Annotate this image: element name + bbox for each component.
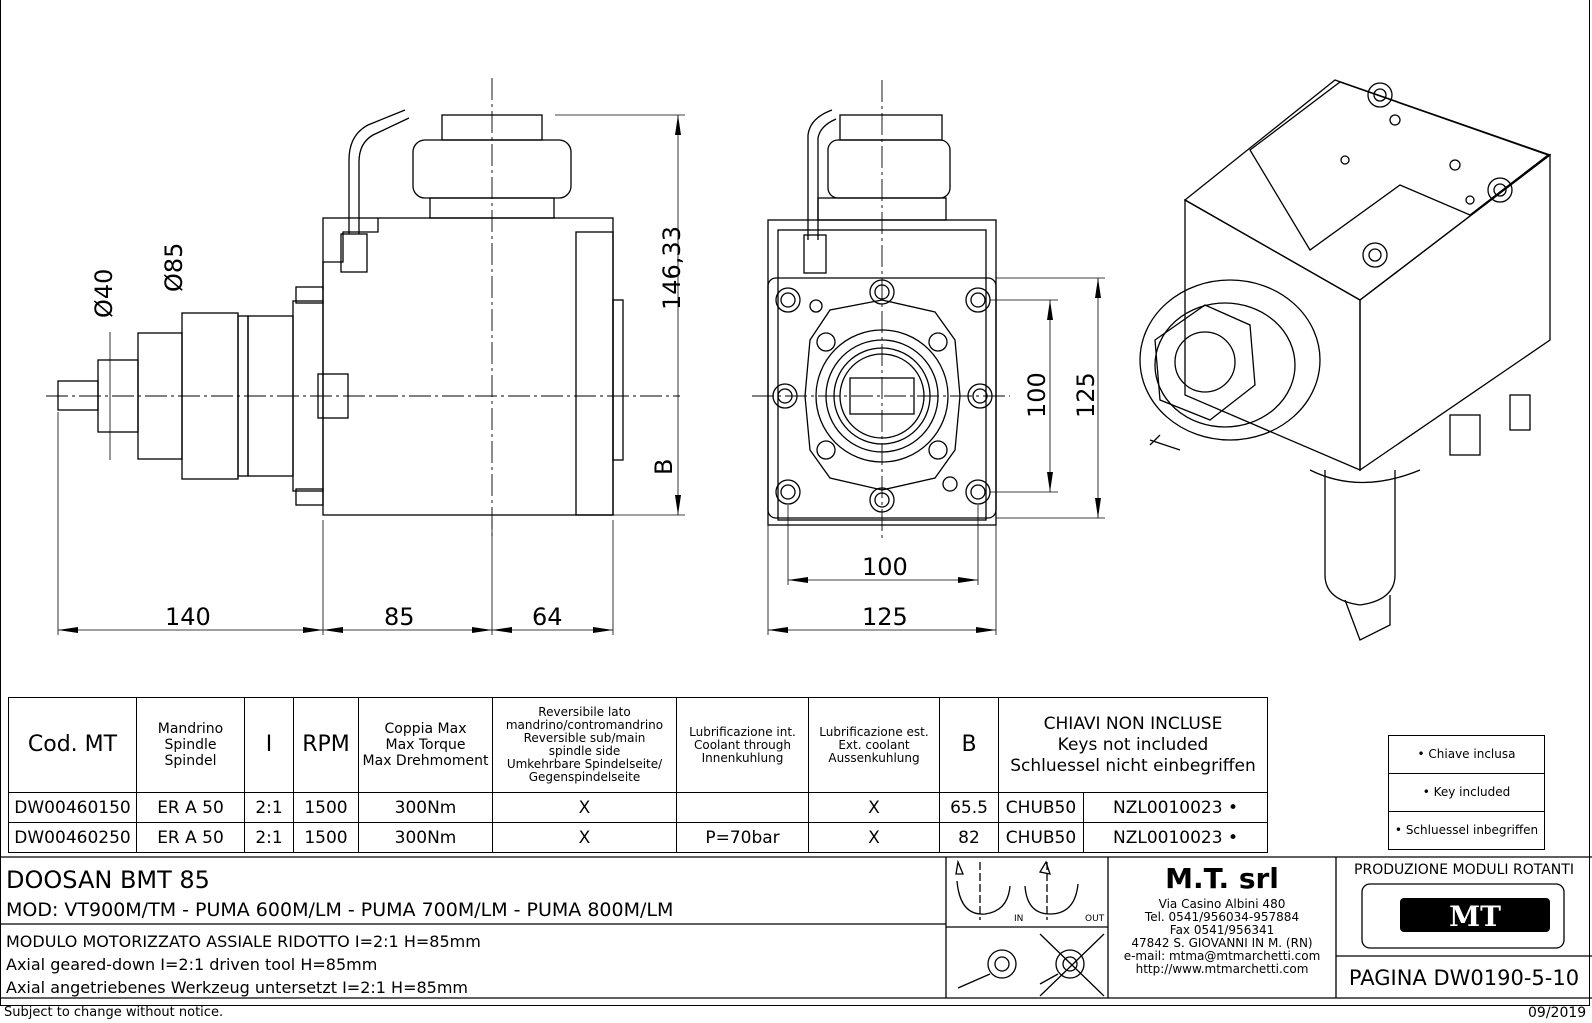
cell-cod: DW00460150 bbox=[8, 792, 137, 823]
cell-cod: DW00460250 bbox=[8, 822, 137, 853]
col-keys-de: Schluessel nicht einbegriffen bbox=[1010, 755, 1256, 776]
col-rev-4: spindle side bbox=[548, 744, 621, 758]
legend-en: • Key included bbox=[1389, 774, 1544, 812]
col-coolant-int: Lubrificazione int. Coolant through Inne… bbox=[676, 697, 809, 793]
dim-h125: 125 bbox=[862, 603, 908, 631]
notice: Subject to change without notice. bbox=[4, 1005, 224, 1020]
cell-coolant-int bbox=[676, 792, 809, 823]
cell-key1: CHUB50 bbox=[998, 822, 1084, 853]
models-line: MOD: VT900M/TM - PUMA 600M/LM - PUMA 700… bbox=[6, 899, 674, 921]
cell-rpm: 1500 bbox=[293, 792, 359, 823]
col-cext-3: Aussenkuhlung bbox=[828, 750, 920, 765]
dim-h100: 100 bbox=[862, 553, 908, 581]
cell-key1: CHUB50 bbox=[998, 792, 1084, 823]
cell-ratio: 2:1 bbox=[244, 822, 294, 853]
col-cint-2: Coolant through bbox=[693, 737, 792, 752]
page-number: PAGINA DW0190-5-10 bbox=[1348, 966, 1580, 990]
division-label: PRODUZIONE MODULI ROTANTI bbox=[1354, 862, 1574, 878]
city-line: 47842 S. GIOVANNI IN M. (RN) bbox=[1131, 936, 1313, 950]
desc-de: Axial angetriebenes Werkzeug untersetzt … bbox=[6, 978, 468, 997]
col-keys-en: Keys not included bbox=[1057, 734, 1209, 755]
email-line: e-mail: mtma@mtmarchetti.com bbox=[1123, 949, 1321, 963]
table-row: DW00460250 ER A 50 2:1 1500 300Nm X P=70… bbox=[8, 822, 1268, 853]
mt-logo: MT bbox=[1449, 900, 1501, 933]
key-legend: • Chiave inclusa • Key included • Schlue… bbox=[1388, 735, 1545, 850]
fax-line: Fax 0541/956341 bbox=[1169, 923, 1275, 937]
col-keys: CHIAVI NON INCLUSE Keys not included Sch… bbox=[998, 697, 1268, 793]
col-reversible: Reversibile lato mandrino/contromandrino… bbox=[492, 697, 677, 793]
col-torque-de: Max Drehmoment bbox=[362, 753, 489, 769]
cell-torque: 300Nm bbox=[358, 792, 493, 823]
machine-title: DOOSAN BMT 85 bbox=[6, 866, 210, 894]
dim-v125: 125 bbox=[1072, 372, 1100, 418]
col-rev-2: mandrino/contromandrino bbox=[505, 718, 664, 732]
cell-reversible: X bbox=[492, 792, 677, 823]
col-rev-1: Reversibile lato bbox=[538, 705, 631, 719]
cell-coolant-ext: X bbox=[808, 792, 940, 823]
col-rev-5: Umkehrbare Spindelseite/ bbox=[506, 757, 663, 771]
cell-key2: NZL0010023 • bbox=[1083, 792, 1268, 823]
spec-table: Cod. MT Mandrino Spindle Spindel I RPM C… bbox=[8, 697, 1268, 853]
address-line: Via Casino Albini 480 bbox=[1158, 897, 1286, 911]
col-spindle-de: Spindel bbox=[164, 753, 217, 769]
cell-torque: 300Nm bbox=[358, 822, 493, 853]
out-label: OUT bbox=[1085, 914, 1105, 924]
company-name: M.T. srl bbox=[1165, 862, 1279, 895]
desc-it: MODULO MOTORIZZATO ASSIALE RIDOTTO I=2:1… bbox=[6, 932, 481, 951]
cell-key2: NZL0010023 • bbox=[1083, 822, 1268, 853]
col-cint-1: Lubrificazione int. bbox=[689, 724, 796, 739]
cell-spindle: ER A 50 bbox=[136, 822, 245, 853]
col-rpm: RPM bbox=[293, 697, 359, 793]
dim-146: 146,33 bbox=[658, 226, 686, 310]
website-line: http://www.mtmarchetti.com bbox=[1135, 962, 1309, 976]
dim-v100: 100 bbox=[1023, 372, 1051, 418]
tel-line: Tel. 0541/956034-957884 bbox=[1144, 910, 1300, 924]
dim-85: 85 bbox=[384, 603, 415, 631]
col-spindle-en: Spindle bbox=[164, 737, 217, 753]
col-torque-en: Max Torque bbox=[385, 737, 466, 753]
legend-it: • Chiave inclusa bbox=[1389, 736, 1544, 774]
dim-64: 64 bbox=[532, 603, 563, 631]
col-ratio: I bbox=[244, 697, 294, 793]
cell-spindle: ER A 50 bbox=[136, 792, 245, 823]
title-block-lines bbox=[0, 856, 1592, 999]
col-cext-1: Lubrificazione est. bbox=[819, 724, 929, 739]
col-rev-6: Gegenspindelseite bbox=[528, 770, 641, 784]
cell-reversible: X bbox=[492, 822, 677, 853]
dim-d40: Ø40 bbox=[90, 269, 118, 318]
table-row: DW00460150 ER A 50 2:1 1500 300Nm X X 65… bbox=[8, 792, 1268, 823]
col-torque-it: Coppia Max bbox=[384, 721, 467, 737]
col-cod: Cod. MT bbox=[8, 697, 137, 793]
col-b: B bbox=[939, 697, 999, 793]
col-coolant-ext: Lubrificazione est. Ext. coolant Aussenk… bbox=[808, 697, 940, 793]
col-torque: Coppia Max Max Torque Max Drehmoment bbox=[358, 697, 493, 793]
cell-rpm: 1500 bbox=[293, 822, 359, 853]
col-spindle: Mandrino Spindle Spindel bbox=[136, 697, 245, 793]
dim-d85: Ø85 bbox=[160, 243, 188, 292]
dim-b: B bbox=[650, 459, 678, 475]
spec-table-header: Cod. MT Mandrino Spindle Spindel I RPM C… bbox=[8, 697, 1268, 793]
legend-de: • Schluessel inbegriffen bbox=[1394, 823, 1539, 837]
col-cext-2: Ext. coolant bbox=[838, 737, 910, 752]
col-rev-3: Reversible sub/main bbox=[523, 731, 646, 745]
revision-date: 09/2019 bbox=[1528, 1005, 1587, 1021]
col-spindle-it: Mandrino bbox=[157, 721, 224, 737]
company-address: Via Casino Albini 480 Tel. 0541/956034-9… bbox=[1108, 898, 1336, 976]
cell-coolant-int: P=70bar bbox=[676, 822, 809, 853]
desc-en: Axial geared-down I=2:1 driven tool H=85… bbox=[6, 955, 378, 974]
col-cint-3: Innenkuhlung bbox=[701, 750, 784, 765]
dim-140: 140 bbox=[165, 603, 211, 631]
cell-b: 82 bbox=[939, 822, 999, 853]
col-keys-it: CHIAVI NON INCLUSE bbox=[1043, 713, 1223, 734]
cell-ratio: 2:1 bbox=[244, 792, 294, 823]
cell-coolant-ext: X bbox=[808, 822, 940, 853]
cell-b: 65.5 bbox=[939, 792, 999, 823]
technical-drawing: Ø40 Ø85 146,33 B 140 85 64 100 125 100 1… bbox=[46, 78, 1552, 641]
in-label: IN bbox=[1014, 914, 1024, 924]
